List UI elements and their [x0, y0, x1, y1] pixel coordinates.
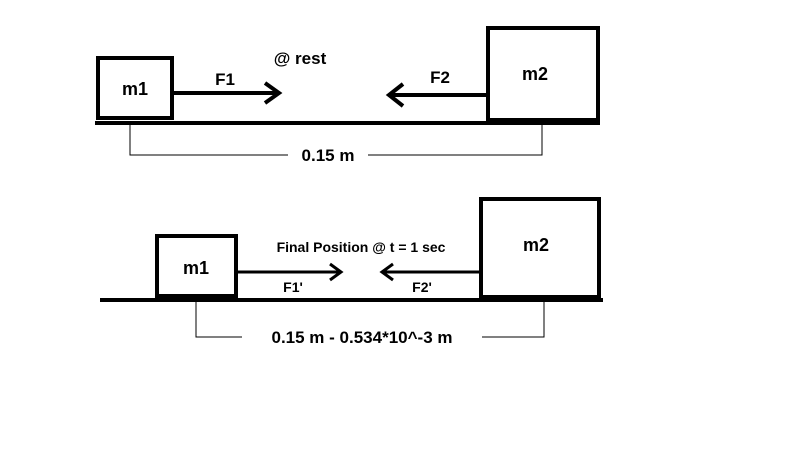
- bottom-block-m1: [155, 234, 238, 298]
- bottom-state-label: Final Position @ t = 1 sec: [277, 239, 446, 255]
- top-block-m2: [486, 26, 600, 122]
- top-distance-dimension: [129, 123, 543, 156]
- bottom-block-m2: [479, 197, 601, 299]
- bottom-scene: m1 m2 F1' F2' Final Position @ t = 1 sec…: [100, 197, 603, 347]
- bottom-m2-label: m2: [523, 235, 549, 255]
- top-f1-label: F1: [215, 70, 235, 89]
- bottom-f1-label: F1': [283, 279, 303, 295]
- bottom-force-f2-arrow: [379, 262, 481, 282]
- top-distance-label: 0.15 m: [302, 146, 355, 165]
- top-state-label: @ rest: [274, 49, 327, 68]
- top-m1-label: m1: [122, 79, 148, 99]
- bottom-distance-dimension: [195, 300, 545, 338]
- bottom-m1-label: m1: [183, 258, 209, 278]
- top-force-f2-arrow: [385, 82, 488, 108]
- top-m2-label: m2: [522, 64, 548, 84]
- top-block-m1: [96, 56, 174, 120]
- bottom-distance-label: 0.15 m - 0.534*10^-3 m: [272, 328, 453, 347]
- top-f2-label: F2: [430, 68, 450, 87]
- bottom-f2-label: F2': [412, 279, 432, 295]
- bottom-force-f1-arrow: [236, 262, 344, 282]
- top-scene: m1 m2 F1 F2 @ rest 0.15 m: [95, 26, 600, 165]
- top-force-f1-arrow: [172, 81, 283, 105]
